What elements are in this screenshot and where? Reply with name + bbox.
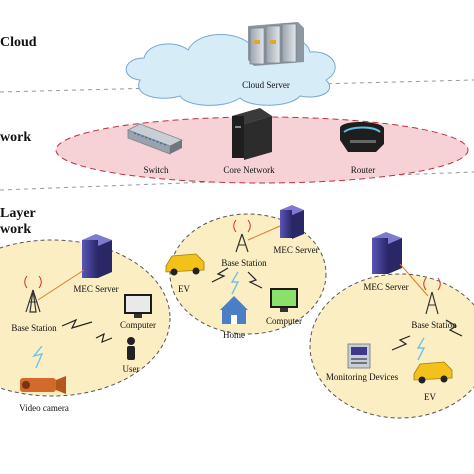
mec-server-right-icon (372, 232, 402, 274)
wireless-link-right-ev (416, 337, 426, 361)
router-icon (340, 122, 384, 152)
edge-layer-label-line2: work (0, 222, 31, 237)
base-station-left-icon (24, 275, 42, 313)
edge-layer-label-line1: Layer (0, 206, 36, 221)
wireless-link-right-offscreen (445, 319, 463, 337)
wireless-link-mid-home (230, 271, 240, 295)
base-station-mid-label: Base Station (221, 258, 267, 268)
cloud-server-label: Cloud Server (242, 80, 290, 90)
computer-mid-icon (270, 288, 298, 312)
cloud-layer-label: Cloud (0, 35, 37, 50)
core-layer-label: work (0, 130, 31, 145)
computer-mid-label: Computer (266, 316, 302, 326)
core-network-server-icon (232, 108, 272, 160)
mec-server-mid-label: MEC Server (273, 245, 318, 255)
mec-server-left-label: MEC Server (73, 284, 118, 294)
monitoring-devices-label: Monitoring Devices (326, 372, 399, 382)
base-station-left-label: Base Station (11, 323, 57, 333)
wireless-link-left-user (95, 332, 113, 343)
wireless-link-left-computer (61, 318, 93, 329)
base-station-right-label: Base Station (411, 320, 457, 330)
ev-right-label: EV (424, 392, 436, 402)
ev-right-icon (413, 361, 453, 384)
link-right-base-mec (399, 263, 429, 297)
computer-left-label: Computer (120, 320, 156, 330)
base-station-mid-icon (233, 219, 251, 253)
edge-right-ellipse (309, 273, 474, 419)
mec-server-left-icon (82, 234, 112, 278)
ev-mid-label: EV (178, 284, 190, 294)
monitoring-devices-icon (347, 343, 371, 369)
video-camera-icon (20, 376, 66, 394)
user-left-label: User (123, 364, 140, 374)
link-left-base-mec (37, 269, 85, 301)
router-label: Router (351, 165, 376, 175)
wireless-link-left-camera (32, 345, 44, 369)
core-network-label: Core Network (223, 165, 275, 175)
wireless-link-mid-ev (211, 267, 229, 283)
wireless-link-mid-computer (247, 271, 263, 289)
link-mid-base-mec (247, 225, 281, 241)
mec-server-right-label: MEC Server (363, 282, 408, 292)
computer-left-icon (124, 294, 152, 318)
home-icon (220, 296, 248, 324)
ev-mid-icon (165, 253, 205, 276)
mec-server-mid-icon (280, 205, 304, 239)
wireless-link-right-monitor (391, 335, 411, 351)
home-label: Home (223, 330, 245, 340)
cloud-server-icon (248, 22, 304, 66)
switch-label: Switch (143, 165, 169, 175)
layer-divider-1 (0, 79, 474, 93)
base-station-right-icon (423, 277, 441, 315)
user-left-icon (127, 337, 135, 360)
switch-icon (127, 123, 183, 155)
video-camera-label: Video camera (19, 403, 69, 413)
